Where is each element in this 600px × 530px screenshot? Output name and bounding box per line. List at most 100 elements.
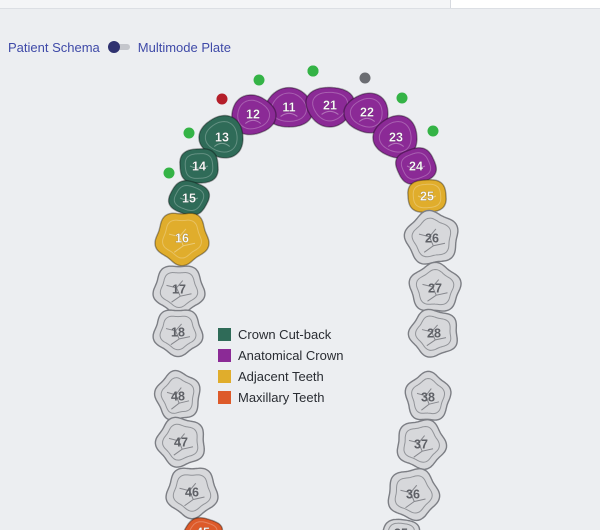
- status-dot-23[interactable]: [396, 92, 408, 104]
- tooth-inner-outline: [160, 377, 195, 414]
- tooth-number: 36: [406, 488, 420, 502]
- tooth-24[interactable]: 24: [394, 146, 438, 186]
- tooth-47[interactable]: 47: [154, 416, 205, 468]
- status-dot-14[interactable]: [183, 127, 195, 139]
- tooth-number: 11: [282, 101, 295, 115]
- tooth-inner-outline: [411, 377, 446, 415]
- tooth-shape: [165, 467, 219, 520]
- tooth-number: 47: [174, 436, 188, 450]
- tooth-37[interactable]: 37: [396, 418, 448, 471]
- tooth-number: 46: [185, 486, 199, 500]
- tooth-inner-outline: [415, 268, 455, 306]
- tooth-shape: [231, 94, 277, 136]
- window-top-bar: [0, 0, 600, 9]
- tooth-inner-outline: [412, 183, 442, 209]
- tooth-15[interactable]: 15: [167, 179, 211, 217]
- tooth-26[interactable]: 26: [403, 209, 459, 265]
- tooth-shape: [305, 86, 356, 128]
- tooth-shape: [198, 114, 244, 159]
- tooth-fissure: [358, 117, 376, 122]
- tooth-23[interactable]: 23: [372, 114, 418, 159]
- legend-swatch: [218, 349, 231, 362]
- mode-toggle-track: [111, 44, 130, 50]
- tooth-inner-outline: [403, 425, 440, 463]
- tooth-36[interactable]: 36: [387, 467, 441, 522]
- tooth-fissure: [416, 388, 440, 411]
- legend-label: Crown Cut-back: [238, 327, 332, 342]
- tooth-number: 27: [428, 282, 442, 296]
- tooth-number: 22: [360, 106, 374, 120]
- legend-label: Adjacent Teeth: [238, 369, 324, 384]
- status-dot-22[interactable]: [359, 72, 371, 84]
- tooth-shape: [407, 308, 458, 358]
- tooth-13[interactable]: 13: [198, 114, 244, 159]
- tooth-shape: [407, 178, 447, 214]
- tooth-inner-outline: [162, 219, 202, 259]
- legend-label: Anatomical Crown: [238, 348, 344, 363]
- tooth-22[interactable]: 22: [343, 92, 389, 134]
- tooth-fissure: [189, 165, 209, 169]
- tooth-fissure: [400, 484, 426, 509]
- tooth-inner-outline: [184, 153, 214, 179]
- tooth-46[interactable]: 46: [165, 467, 219, 520]
- tooth-21[interactable]: 21: [305, 86, 356, 128]
- legend-item-crown-cutback: Crown Cut-back: [218, 327, 344, 342]
- tooth-16[interactable]: 16: [154, 212, 210, 267]
- tooth-48[interactable]: 48: [153, 369, 201, 421]
- tooth-number: 28: [427, 327, 441, 341]
- tooth-inner-outline: [388, 522, 415, 530]
- legend-item-maxillary-teeth: Maxillary Teeth: [218, 390, 344, 405]
- legend-swatch: [218, 328, 231, 341]
- multimode-plate-label[interactable]: Multimode Plate: [137, 39, 231, 55]
- status-dot-15[interactable]: [163, 167, 175, 179]
- tooth-inner-outline: [162, 423, 199, 461]
- tooth-fissure: [417, 195, 437, 199]
- tooth-45[interactable]: 45: [183, 516, 224, 530]
- tooth-number: 45: [196, 526, 210, 530]
- tooth-shape: [154, 212, 210, 267]
- tooth-12[interactable]: 12: [231, 94, 277, 136]
- tooth-number: 48: [171, 390, 185, 404]
- tooth-18[interactable]: 18: [152, 309, 204, 358]
- legend-label: Maxillary Teeth: [238, 390, 325, 405]
- tooth-11[interactable]: 11: [264, 86, 314, 128]
- tooth-28[interactable]: 28: [407, 308, 458, 358]
- tooth-fissure: [321, 110, 339, 115]
- tooth-fissure: [418, 228, 446, 253]
- tooth-27[interactable]: 27: [408, 261, 462, 312]
- tooth-14[interactable]: 14: [179, 148, 219, 184]
- tooth-number: 13: [215, 131, 229, 145]
- tooth-38[interactable]: 38: [404, 370, 452, 421]
- tooth-17[interactable]: 17: [152, 265, 206, 316]
- tooth-fissure: [166, 280, 192, 303]
- tooth-35[interactable]: 35: [382, 518, 421, 530]
- legend: Crown Cut-back Anatomical Crown Adjacent…: [218, 327, 344, 405]
- tooth-number: 38: [421, 391, 435, 405]
- status-dot-13[interactable]: [216, 93, 228, 105]
- tooth-number: 12: [246, 108, 260, 122]
- tooth-fissure: [421, 324, 447, 347]
- mode-toggle-knob: [107, 41, 120, 53]
- tooth-fissure: [179, 482, 205, 507]
- status-dot-24[interactable]: [427, 125, 439, 137]
- tooth-inner-outline: [159, 315, 197, 351]
- tooth-number: 37: [414, 438, 428, 452]
- tooth-number: 23: [389, 131, 403, 145]
- tooth-inner-outline: [312, 91, 349, 122]
- tooth-shape: [154, 416, 205, 468]
- tooth-shape: [152, 265, 206, 316]
- tooth-25[interactable]: 25: [407, 178, 447, 214]
- tooth-fissure: [179, 197, 199, 201]
- tooth-fissure: [387, 142, 405, 147]
- tooth-shape: [404, 370, 452, 421]
- status-dot-21[interactable]: [307, 65, 319, 77]
- tooth-number: 24: [409, 160, 423, 174]
- legend-swatch: [218, 391, 231, 404]
- patient-schema-label: Patient Schema: [8, 39, 100, 55]
- status-dot-12[interactable]: [253, 74, 265, 86]
- tooth-number: 35: [394, 527, 408, 530]
- tooth-fissure: [244, 119, 262, 124]
- mode-toggle[interactable]: [107, 41, 130, 53]
- legend-swatch: [218, 370, 231, 383]
